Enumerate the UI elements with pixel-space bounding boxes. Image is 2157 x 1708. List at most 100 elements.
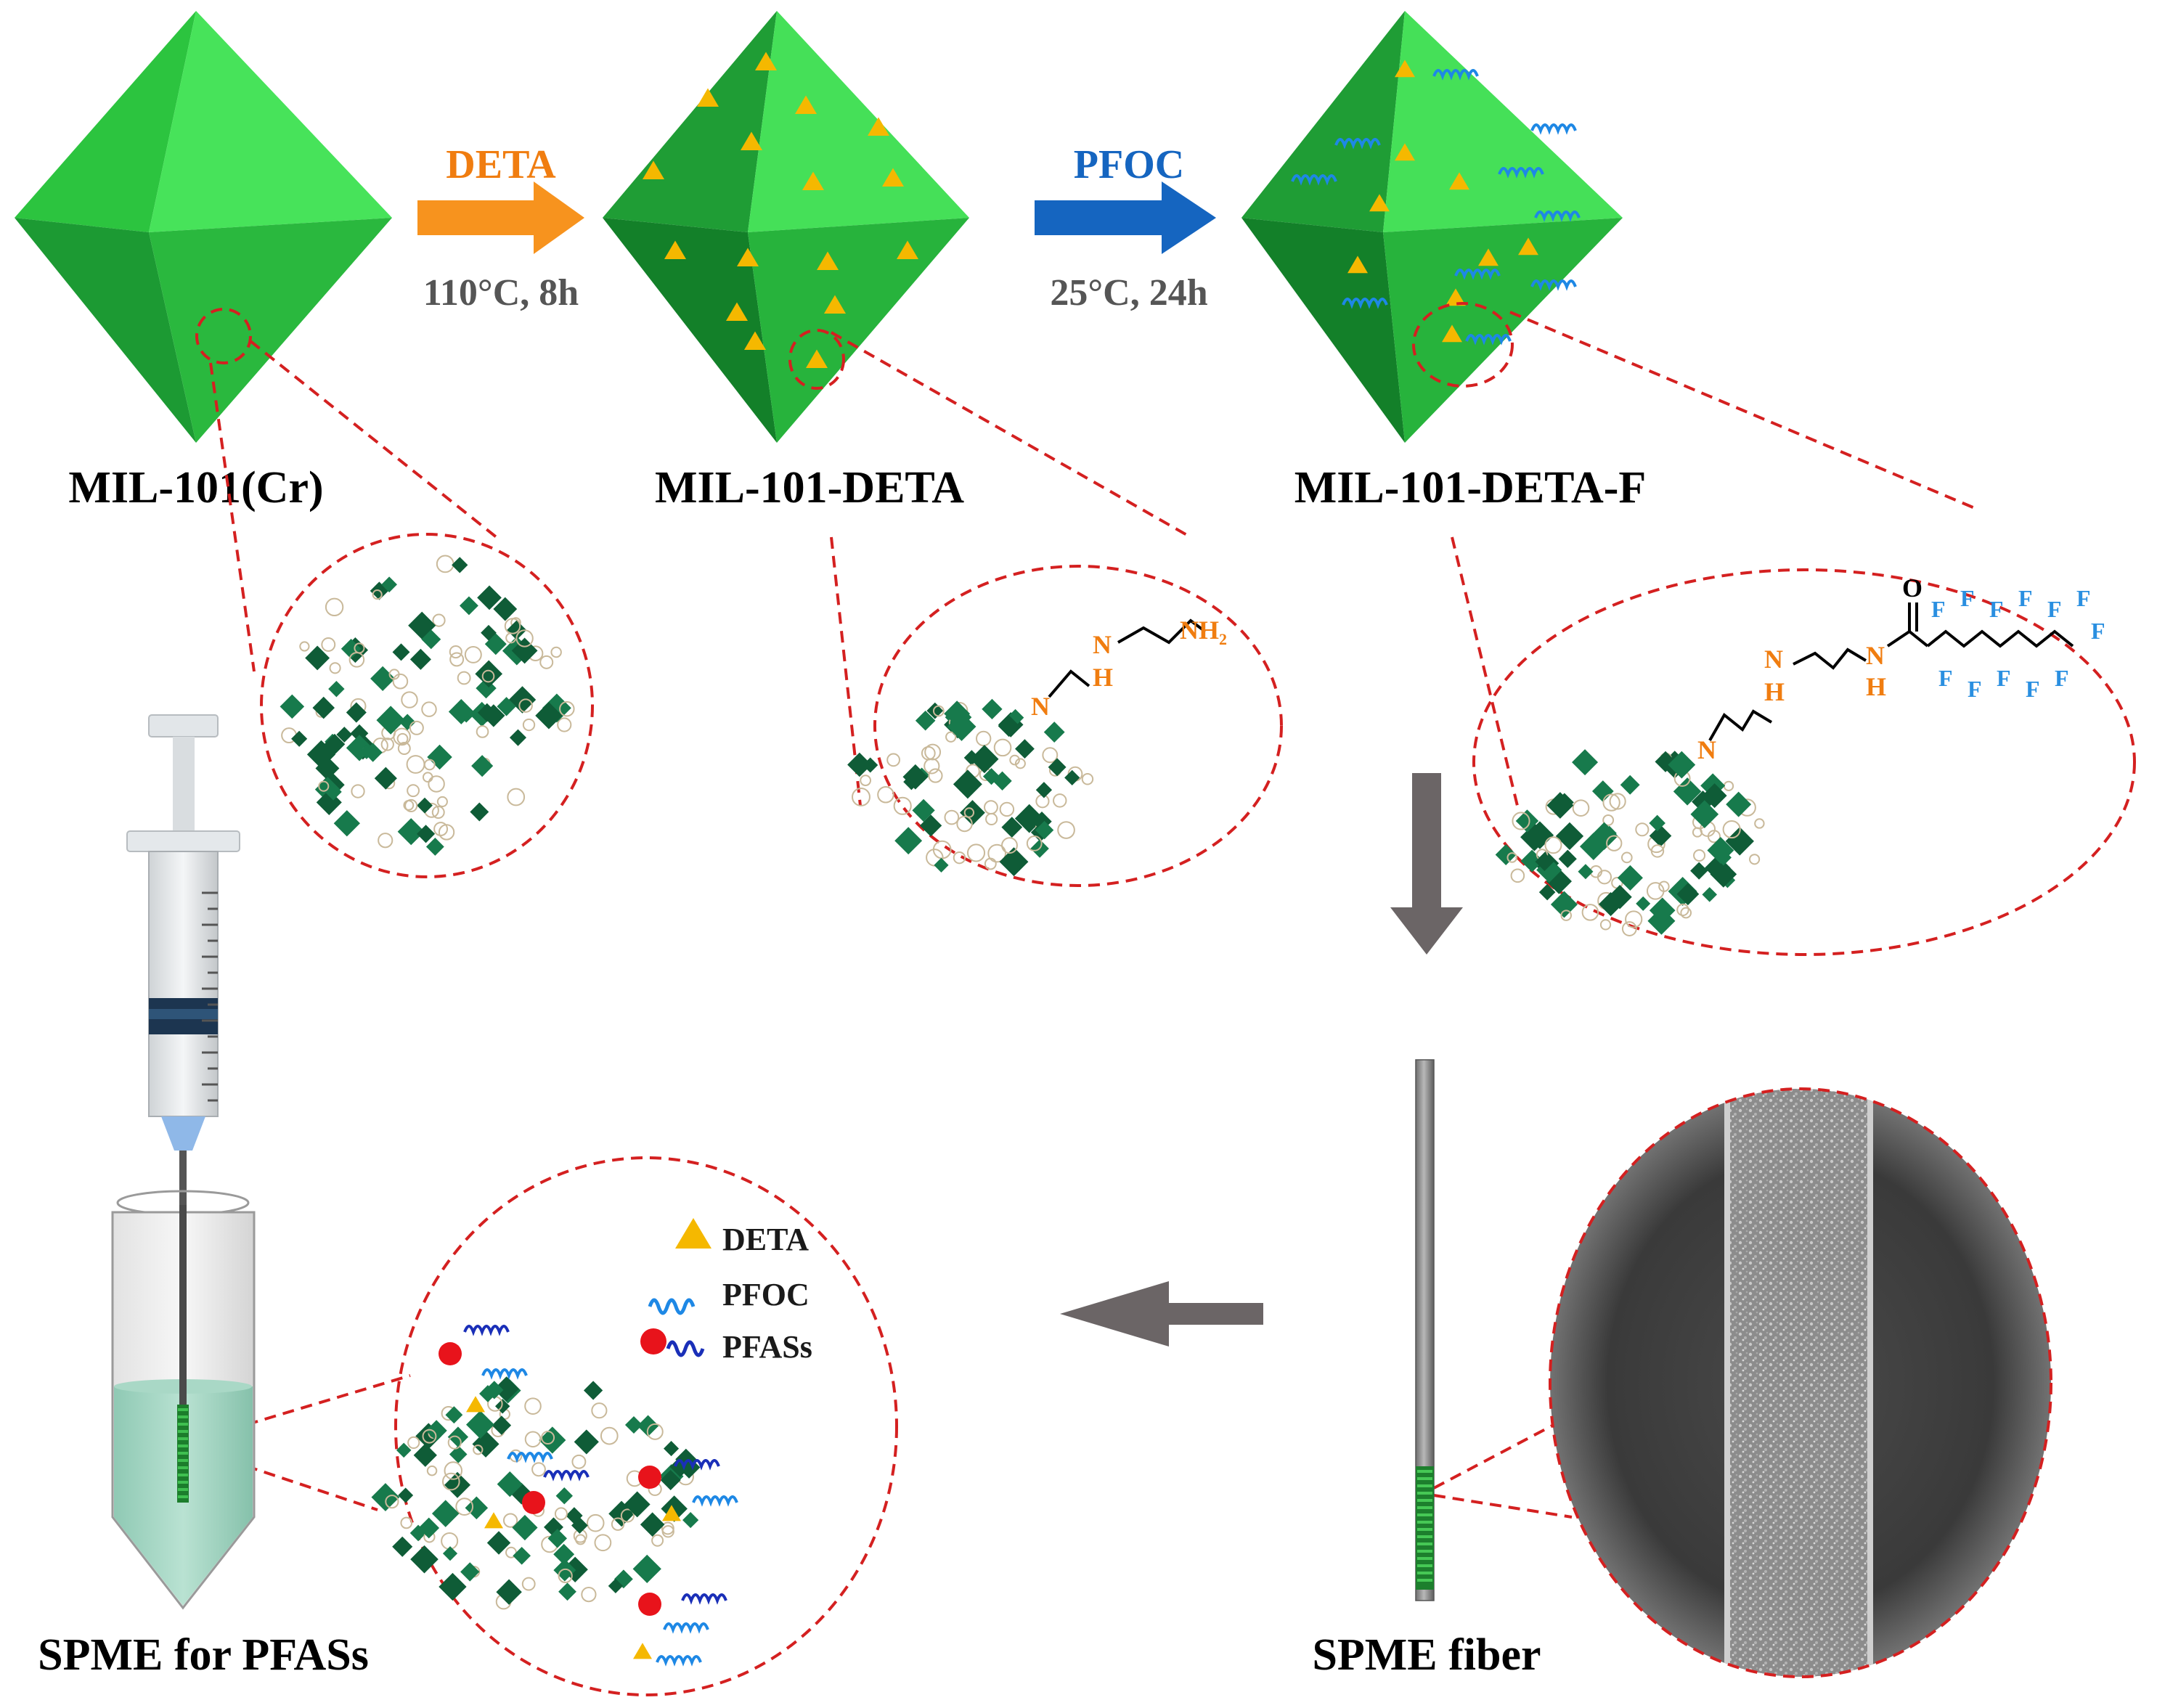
chain-mark <box>1342 298 1388 309</box>
deta-triangle-mark <box>1478 248 1499 266</box>
legend-deta-triangle <box>675 1218 711 1249</box>
adsorbed-pfas <box>439 1325 738 1667</box>
metal-node-mark <box>507 620 527 640</box>
linker-mark <box>476 725 489 738</box>
metal-node-mark <box>486 1531 511 1555</box>
linker-mark <box>1658 880 1670 892</box>
coating-mark <box>178 1408 188 1411</box>
coating-mark <box>178 1452 188 1455</box>
linker-mark <box>600 1426 619 1445</box>
metal-node-mark <box>376 706 405 735</box>
metal-node-mark <box>944 700 971 727</box>
linker-mark <box>1635 822 1650 837</box>
metal-node-mark <box>333 810 360 837</box>
linker-mark <box>1081 773 1094 785</box>
linker-mark <box>1001 837 1018 854</box>
coating-mark <box>1417 1535 1432 1538</box>
linker-mark <box>1512 812 1530 830</box>
metal-node-mark <box>894 827 923 855</box>
metal-node-mark <box>1558 849 1577 868</box>
linker-mark <box>422 772 433 783</box>
chain-mark <box>1465 334 1512 346</box>
metal-node-mark <box>475 660 503 688</box>
linker-mark <box>426 1465 438 1476</box>
linker-mark <box>932 840 952 859</box>
linker-mark <box>329 662 341 674</box>
metal-node-mark <box>1035 782 1053 798</box>
linker-mark <box>449 652 465 667</box>
metal-node-mark <box>325 783 342 801</box>
linker-mark <box>953 851 966 865</box>
coating-mark <box>1417 1521 1432 1524</box>
linker-mark <box>348 652 365 668</box>
step2-condition: 25°C, 24h <box>1050 272 1207 314</box>
coating-mark <box>1417 1550 1432 1553</box>
linker-mark <box>1676 903 1689 917</box>
linker-mark <box>646 1423 664 1440</box>
metal-node-mark <box>513 1546 531 1565</box>
linker-mark <box>975 730 992 747</box>
metal-node-mark <box>417 825 436 843</box>
linker-mark <box>407 1436 420 1450</box>
linker-mark <box>436 796 448 807</box>
linker-mark <box>455 1497 474 1516</box>
linker-mark <box>1597 870 1612 885</box>
metal-node-mark <box>1649 897 1676 924</box>
coating-mark <box>178 1445 188 1447</box>
metal-node-mark <box>497 1471 523 1497</box>
metal-node-mark <box>442 1546 458 1561</box>
linker-mark <box>464 645 482 663</box>
chain-mark <box>1530 279 1577 291</box>
linker-mark <box>923 758 940 775</box>
linker-mark <box>1035 794 1050 809</box>
mof-cage-1 <box>280 555 575 856</box>
step2-reagent: PFOC <box>1074 142 1184 187</box>
metal-node-mark <box>926 702 944 719</box>
coating-mark <box>178 1423 188 1426</box>
metal-node-mark <box>1620 775 1640 795</box>
metal-node-mark <box>460 1562 480 1582</box>
legend-pfas-wave <box>666 1340 705 1357</box>
linker-mark <box>928 768 943 783</box>
process-arrows <box>1060 773 1463 1347</box>
syringe <box>126 714 240 1209</box>
coating-mark <box>178 1430 188 1433</box>
fluorine-atom: F <box>2076 585 2091 611</box>
metal-node-mark <box>509 729 527 746</box>
metal-node-mark <box>1726 791 1752 817</box>
metal-node-mark <box>399 714 416 731</box>
fluorine-atom: F <box>2018 585 2033 611</box>
metal-node-mark <box>306 740 336 769</box>
svg-text:N: N <box>1866 641 1885 670</box>
linker-mark <box>893 796 912 815</box>
linker-mark <box>594 1534 612 1552</box>
metal-node-mark <box>960 800 985 825</box>
metal-node-mark <box>493 597 518 621</box>
linker-mark <box>444 1461 463 1480</box>
metal-node-mark <box>1546 868 1573 894</box>
linker-mark <box>539 655 554 669</box>
linker-mark <box>400 1516 413 1529</box>
metal-node-mark <box>496 1579 522 1605</box>
metal-node-mark <box>553 1543 575 1565</box>
metal-node-mark <box>374 767 397 790</box>
linker-mark <box>581 1586 597 1603</box>
metal-node-mark <box>970 745 999 774</box>
linker-mark <box>507 788 526 806</box>
metal-node-mark <box>425 838 444 856</box>
metal-node-mark <box>863 757 878 773</box>
metal-node-mark <box>421 629 441 650</box>
linker-mark <box>531 1462 546 1477</box>
metal-node-mark <box>1702 783 1727 809</box>
coating-mark <box>1417 1506 1432 1509</box>
linker-mark <box>524 1431 542 1448</box>
coating-mark <box>1417 1579 1432 1582</box>
metal-node-mark <box>465 1410 494 1439</box>
step-arrow-pfoc: PFOC 25°C, 24h <box>1035 142 1216 314</box>
metal-node-mark <box>1702 887 1718 902</box>
metal-node-mark <box>1555 822 1584 851</box>
linker-mark <box>518 698 533 713</box>
linker-mark <box>321 637 336 652</box>
coating-mark <box>178 1474 188 1476</box>
metal-node-mark <box>316 789 342 815</box>
